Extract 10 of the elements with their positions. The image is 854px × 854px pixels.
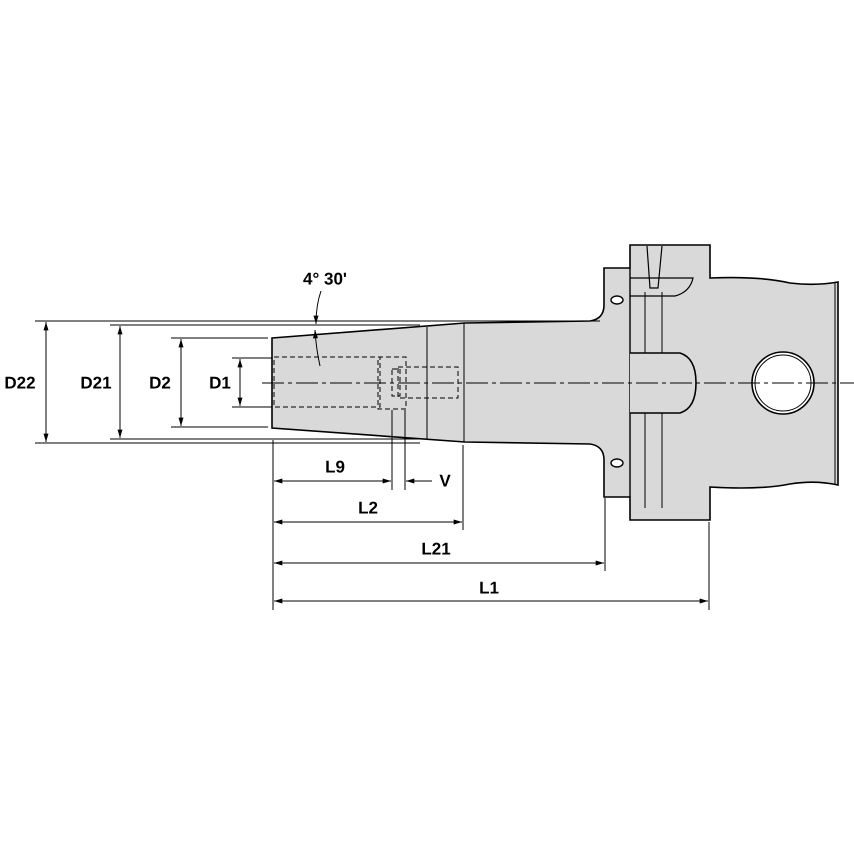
dimension-label: D1 bbox=[209, 374, 231, 392]
dimension-label: L21 bbox=[421, 540, 451, 558]
dimension-label: L9 bbox=[325, 458, 345, 476]
dimension-label: D22 bbox=[4, 374, 36, 392]
dimension-label: V bbox=[439, 472, 451, 490]
dimension-label: L2 bbox=[358, 500, 378, 516]
dimension-label: D21 bbox=[80, 374, 112, 392]
dimension-label: L1 bbox=[479, 580, 499, 596]
dimension-label: D2 bbox=[149, 374, 171, 392]
angle-label: 4° 30' bbox=[303, 270, 347, 288]
